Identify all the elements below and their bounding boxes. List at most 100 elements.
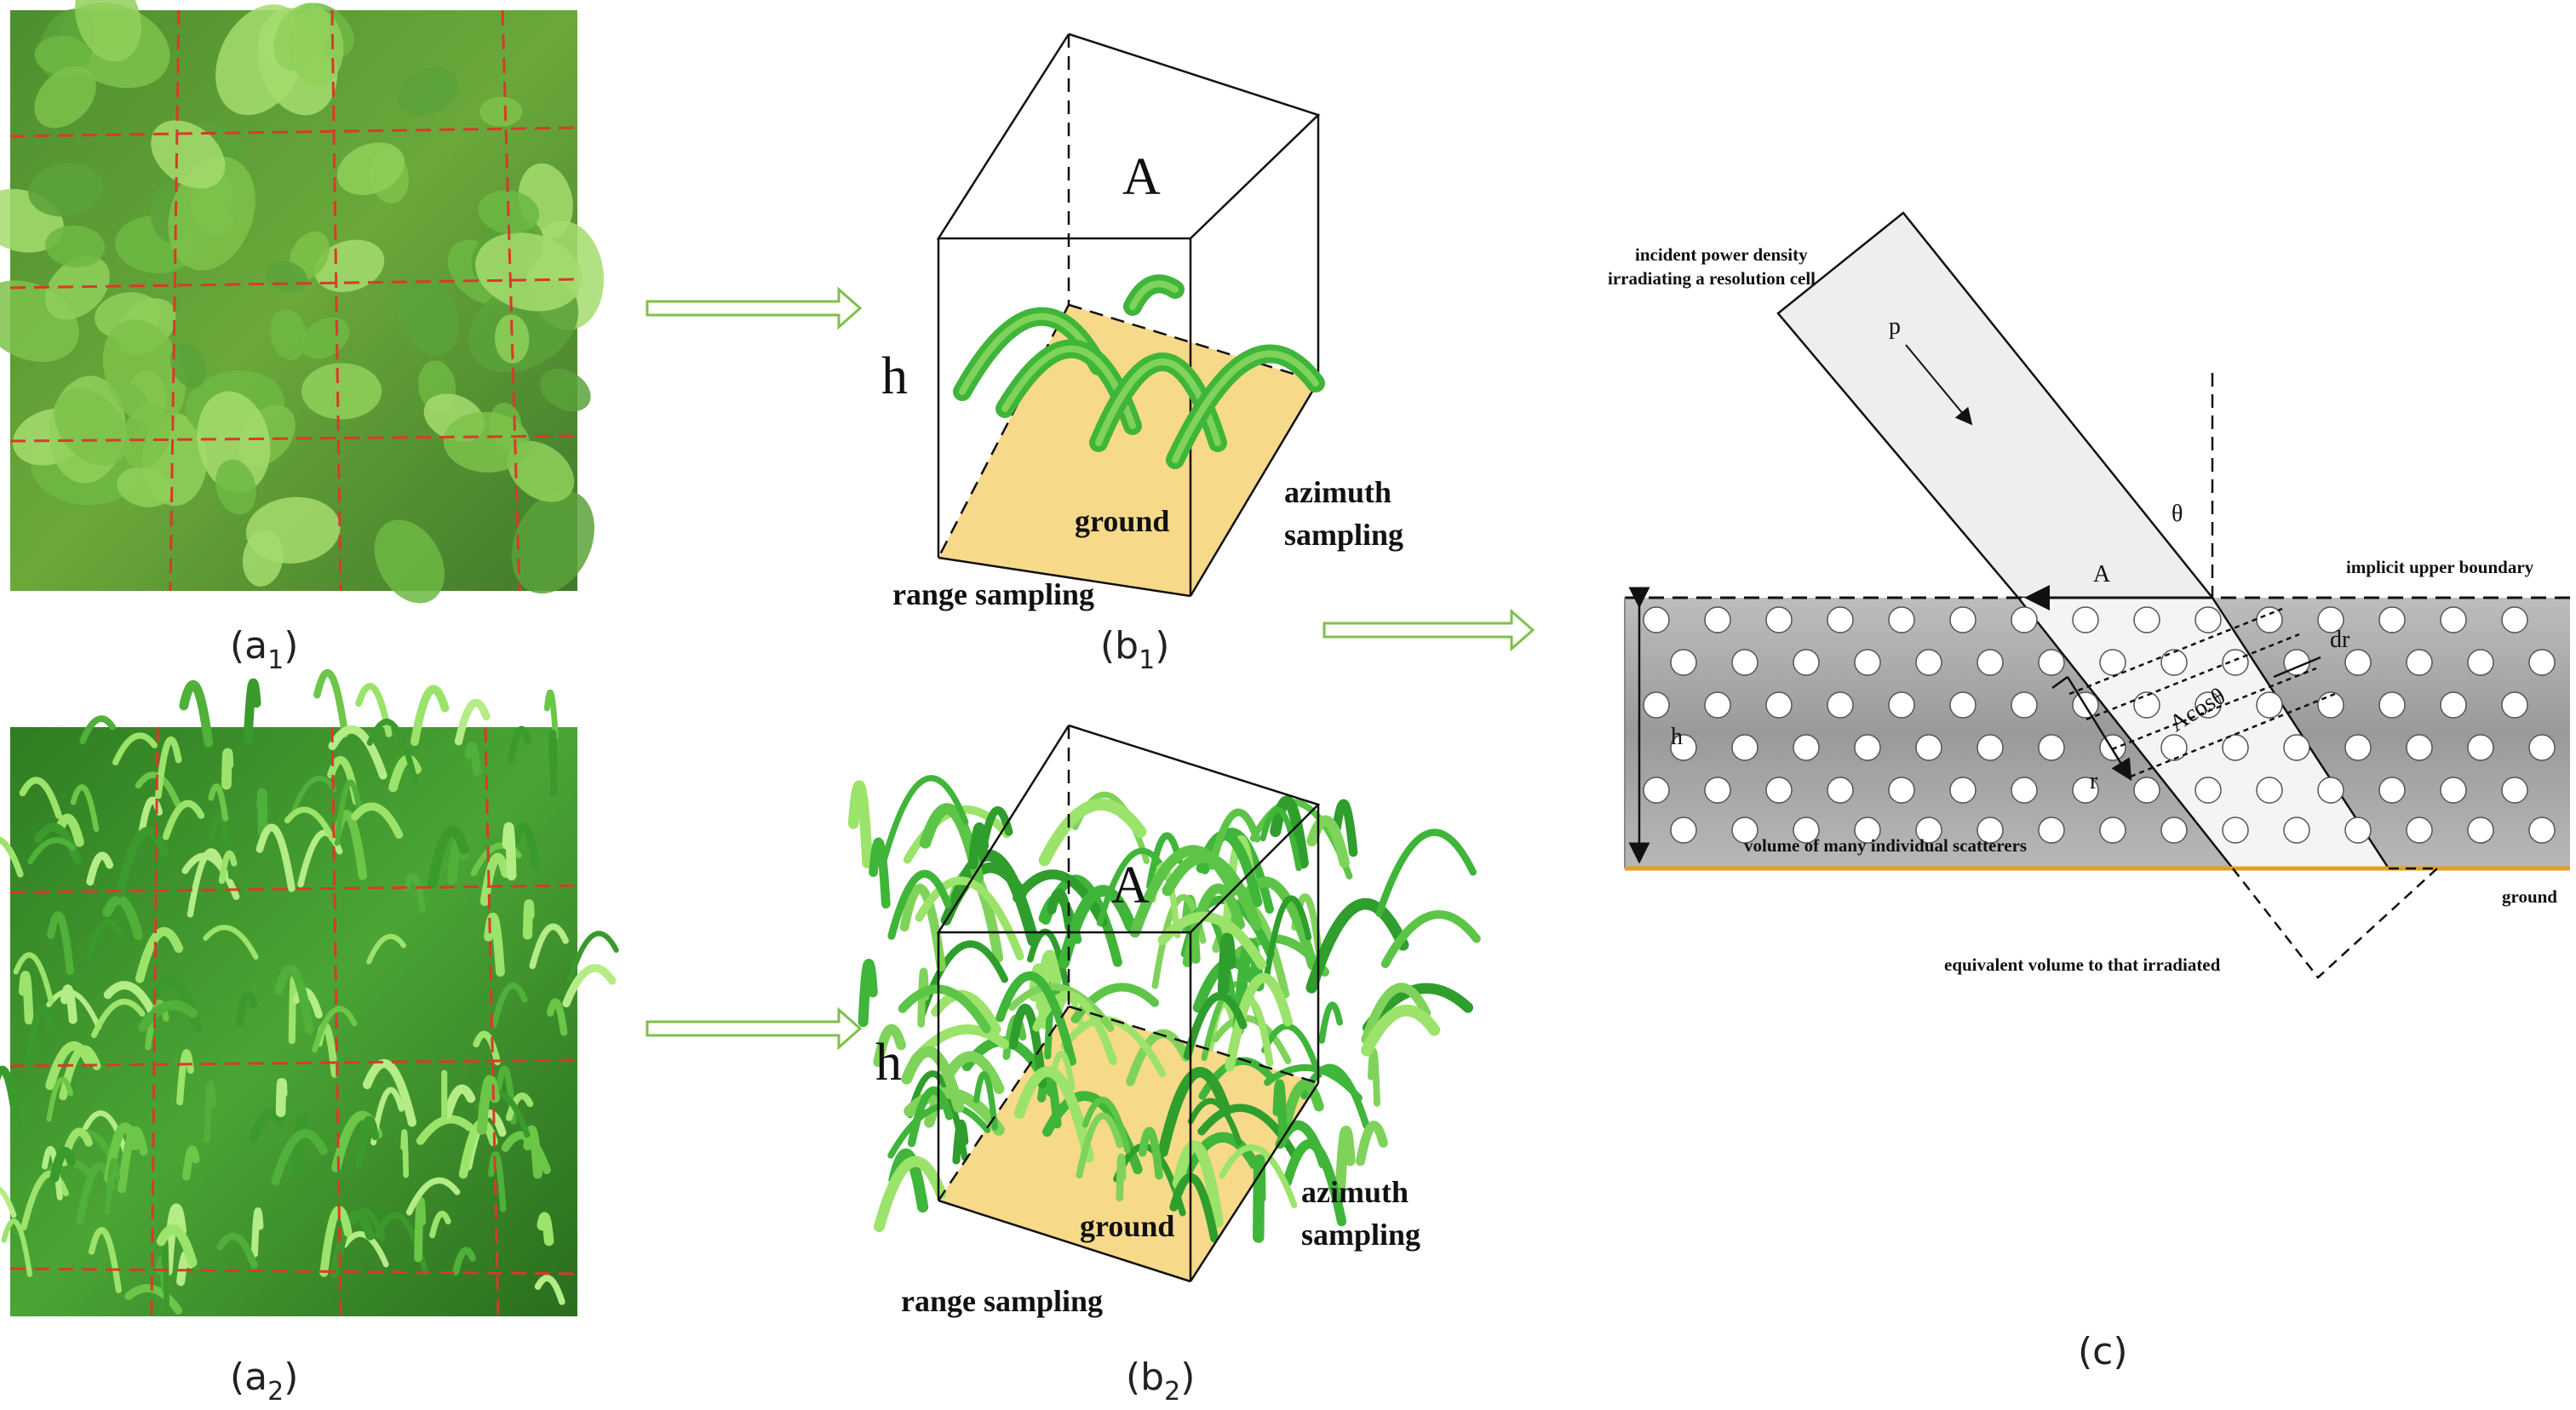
grass-blade	[366, 933, 407, 965]
scatterer	[2133, 691, 2160, 719]
grass-blade	[858, 959, 878, 1028]
grass-blade	[505, 1092, 534, 1121]
grass-blade	[135, 926, 184, 983]
leaf	[314, 239, 385, 292]
grass-blade	[312, 1006, 358, 1053]
scatterer	[2406, 817, 2433, 844]
grass-blade	[176, 1049, 194, 1106]
label-volume: volume of many individual scatterers	[1744, 835, 2027, 856]
grass-blade	[79, 715, 116, 745]
grass-blade	[1334, 1126, 1356, 1198]
scatterer	[2440, 777, 2467, 804]
grass-blade	[249, 1109, 286, 1143]
grass-blade	[46, 989, 102, 1030]
grass-blade	[1219, 1144, 1298, 1208]
caption-a2: (a2)	[230, 1356, 298, 1407]
caption-a1: (a1)	[230, 624, 298, 675]
grass-blade	[416, 1115, 474, 1145]
scatterer	[1765, 691, 1793, 719]
grass-blade	[155, 737, 182, 800]
scatterer	[2501, 691, 2528, 719]
grass-blade	[250, 1207, 264, 1258]
scatterer	[2038, 734, 2065, 761]
incident-beam	[1776, 211, 2215, 599]
scatterer	[2501, 777, 2528, 804]
scatterer	[1827, 691, 1854, 719]
scatterer	[2344, 817, 2372, 844]
scatterer	[1670, 734, 1697, 761]
grass-blade	[917, 967, 930, 1028]
label-height-h: h	[881, 347, 908, 405]
grass-blade	[18, 971, 34, 1025]
grass-blade	[410, 685, 450, 747]
grass-blade	[1013, 1066, 1094, 1163]
leaf	[336, 142, 405, 196]
scatterer	[1915, 734, 1942, 761]
grass-blade	[1375, 828, 1477, 917]
scatterer	[1949, 691, 1976, 719]
scatterer	[1915, 649, 1942, 676]
leaf	[34, 66, 96, 129]
dr-slab	[2068, 607, 2336, 778]
grass-blade	[284, 806, 336, 843]
leaf-highlight	[1172, 350, 1319, 463]
panel-b2: A h ground azimuth sampling range sampli…	[847, 724, 1481, 1407]
scatterer	[2317, 606, 2344, 633]
scatterer	[2160, 649, 2188, 676]
grass-blade	[1208, 808, 1261, 870]
grass-blade	[473, 1030, 502, 1066]
grass-blade	[203, 925, 259, 960]
label-range-r: r	[2090, 768, 2098, 794]
label-equivalent-volume: equivalent volume to that irradiated	[1944, 954, 2221, 975]
grass-blade	[511, 822, 541, 869]
leaf	[170, 342, 207, 388]
range-tick	[2051, 675, 2068, 690]
scatterer	[2194, 691, 2222, 719]
arrow-a1-to-b1	[645, 286, 863, 330]
scatterer	[1643, 606, 1670, 633]
grass-blade	[1157, 1067, 1231, 1158]
grass-blade	[366, 719, 418, 784]
grass-blade	[869, 837, 891, 909]
scatterer	[2283, 817, 2310, 844]
scatterer	[1704, 777, 1731, 804]
scatterer	[1793, 817, 1820, 844]
label-incident-2: irradiating a resolution cell	[1608, 268, 1816, 289]
scatterer	[2344, 734, 2372, 761]
scatterer	[1888, 777, 1915, 804]
scatterer	[1976, 649, 2004, 676]
grass-blade	[1129, 845, 1239, 938]
panel-a1: (a1)	[0, 0, 605, 675]
scatterer	[1793, 734, 1820, 761]
grass-blade	[523, 1125, 542, 1179]
grass-blade	[1380, 910, 1481, 968]
label-power-p: p	[1889, 313, 1901, 340]
grass-blade	[1, 1218, 33, 1277]
grass-blade	[427, 825, 469, 889]
scatterer	[2378, 777, 2406, 804]
grass-blade	[182, 1145, 200, 1181]
grass-blade	[330, 1210, 375, 1279]
leaf	[28, 163, 104, 217]
scatterer	[1888, 606, 1915, 633]
scatterer	[2378, 691, 2406, 719]
leaf	[398, 67, 459, 117]
leaf	[45, 225, 106, 267]
scatterer	[2283, 734, 2310, 761]
grass-blade	[362, 1058, 417, 1127]
scatterer	[2222, 649, 2249, 676]
scatterer	[1854, 649, 1881, 676]
grass-blade	[562, 964, 617, 1008]
scatterer	[2528, 649, 2556, 676]
grass-blade	[1145, 832, 1183, 890]
scatterer	[2099, 649, 2126, 676]
leaf	[289, 8, 344, 86]
grass-blade	[1081, 1097, 1131, 1154]
leaf	[301, 363, 382, 420]
arrow-a2-to-b2	[645, 1006, 863, 1051]
scatterer	[2099, 817, 2126, 844]
scatterer	[2011, 691, 2038, 719]
grass-blade	[1169, 1172, 1219, 1243]
equivalent-volume-outline	[2232, 868, 2438, 979]
grass-blade	[403, 872, 427, 914]
